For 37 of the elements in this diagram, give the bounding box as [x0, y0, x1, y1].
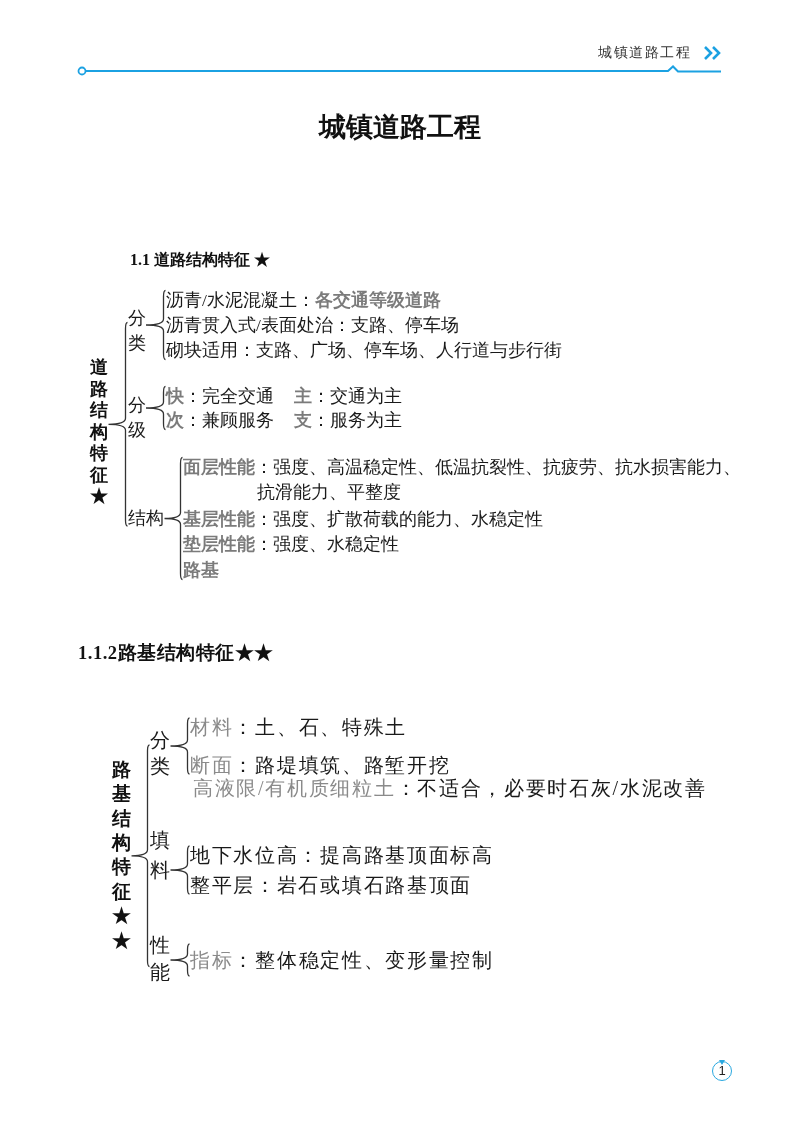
brace — [169, 943, 191, 977]
item-text: 地下水位高：提高路基顶面标高 — [190, 843, 494, 867]
item-text: 基层性能：强度、扩散荷载的能力、水稳定性 — [183, 506, 543, 532]
item-text: 快：完全交通 — [166, 384, 274, 408]
branch-label: 结构 — [128, 505, 164, 531]
item-text: 面层性能：强度、高温稳定性、低温抗裂性、抗疲劳、抗水损害能力、抗滑能力、平整度 — [183, 454, 748, 505]
brace — [163, 456, 184, 581]
item-text: 沥青/水泥混凝土：各交通等级道路 — [166, 287, 441, 313]
brace — [130, 744, 151, 968]
item-text: 次：兼顾服务 — [166, 408, 274, 432]
branch-label: 填料 — [150, 825, 170, 885]
item-text: 垫层性能：强度、水稳定性 — [183, 531, 399, 557]
running-header: 城镇道路工程 — [598, 44, 691, 62]
branch-label: 分类 — [150, 727, 170, 779]
item-text: 整平层：岩石或填石路基顶面 — [190, 873, 473, 897]
topic-label: 路基结构特征★★ — [112, 757, 131, 954]
section-heading: 1.1 道路结构特征 ★ — [130, 250, 270, 270]
item-text: 沥青贯入式/表面处治：支路、停车场 — [166, 312, 459, 338]
branch-label: 分级 — [128, 392, 146, 443]
brace — [169, 845, 191, 895]
item-text: 路基 — [183, 557, 219, 583]
brace — [145, 385, 167, 431]
item-text: 主：交通为主 — [294, 384, 402, 408]
item-text: 高液限/有机质细粒土：不适合，必要时石灰/水泥改善 — [193, 776, 707, 800]
item-text: 砌块适用：支路、广场、停车场、人行道与步行街 — [166, 337, 562, 363]
item-text: 材料：土、石、特殊土 — [190, 715, 407, 739]
page-title: 城镇道路工程 — [319, 111, 481, 144]
branch-label: 分类 — [128, 305, 146, 356]
item-text: 指标：整体稳定性、变形量控制 — [190, 948, 494, 972]
item-text: 断面：路堤填筑、路堑开挖 — [190, 753, 451, 777]
item-text: 支：服务为主 — [294, 408, 402, 432]
brace — [107, 321, 129, 527]
section-heading: 1.1.2路基结构特征★★ — [78, 642, 274, 665]
branch-label: 性能 — [150, 931, 170, 986]
brace — [169, 717, 191, 775]
topic-label: 道路结构特征★ — [90, 357, 108, 508]
brace — [145, 289, 167, 361]
